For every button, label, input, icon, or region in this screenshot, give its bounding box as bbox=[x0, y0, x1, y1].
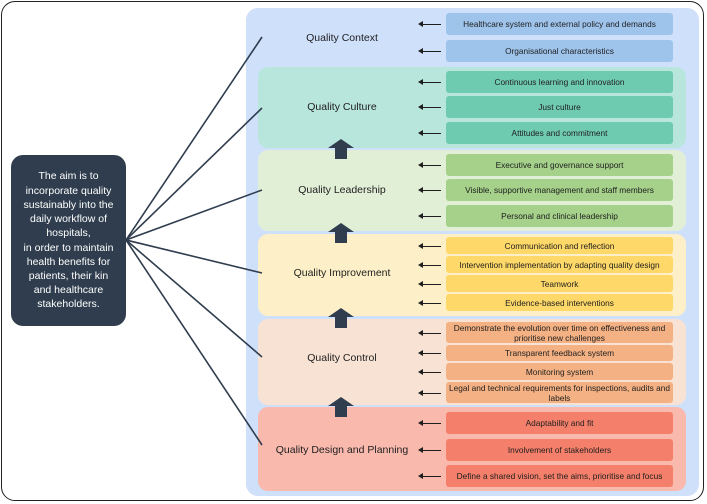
level-label-quality-design-planning: Quality Design and Planning bbox=[275, 444, 409, 456]
up-arrow-icon bbox=[328, 139, 354, 159]
arrow-left-icon bbox=[418, 262, 423, 268]
improvement-item: Teamwork bbox=[446, 275, 673, 292]
design-planning-item: Involvement of stakeholders bbox=[446, 439, 673, 461]
level-label-quality-leadership: Quality Leadership bbox=[298, 184, 386, 196]
arrow-left-icon bbox=[418, 130, 423, 136]
up-arrow-icon bbox=[328, 397, 354, 417]
culture-item: Continuous learning and innovation bbox=[446, 71, 673, 93]
arrow-left-icon bbox=[418, 330, 423, 336]
level-label-quality-control: Quality Control bbox=[307, 352, 377, 364]
arrow-left-icon bbox=[418, 281, 423, 287]
level-label-quality-culture: Quality Culture bbox=[307, 101, 377, 113]
arrow-shaft bbox=[422, 246, 441, 247]
control-item: Legal and technical requirements for ins… bbox=[446, 382, 673, 403]
arrow-shaft bbox=[422, 303, 441, 304]
arrow-shaft bbox=[422, 265, 441, 266]
arrow-shaft bbox=[422, 133, 441, 134]
arrow-left-icon bbox=[418, 390, 423, 396]
up-arrow-icon bbox=[328, 308, 354, 328]
arrow-left-icon bbox=[418, 79, 423, 85]
culture-item: Attitudes and commitment bbox=[446, 122, 673, 144]
arrow-shaft bbox=[422, 393, 441, 394]
arrow-left-icon bbox=[418, 48, 423, 54]
connector-improvement bbox=[125, 239, 263, 274]
arrow-shaft bbox=[422, 284, 441, 285]
culture-item: Just culture bbox=[446, 96, 673, 118]
connector-context bbox=[125, 36, 263, 241]
arrow-shaft bbox=[422, 450, 441, 451]
arrow-left-icon bbox=[418, 473, 423, 479]
arrow-left-icon bbox=[418, 162, 423, 168]
connector-culture bbox=[125, 107, 263, 241]
leadership-item: Visible, supportive management and staff… bbox=[446, 179, 673, 201]
arrow-shaft bbox=[422, 51, 441, 52]
connector-control bbox=[125, 239, 263, 358]
control-item: Monitoring system bbox=[446, 363, 673, 380]
arrow-left-icon bbox=[418, 369, 423, 375]
arrow-shaft bbox=[422, 476, 441, 477]
leadership-item: Personal and clinical leadership bbox=[446, 205, 673, 227]
improvement-item: Evidence-based interventions bbox=[446, 294, 673, 311]
arrow-shaft bbox=[422, 333, 441, 334]
arrow-shaft bbox=[422, 423, 441, 424]
design-planning-item: Define a shared vision, set the aims, pr… bbox=[446, 465, 673, 487]
improvement-item: Communication and reflection bbox=[446, 237, 673, 254]
arrow-left-icon bbox=[418, 447, 423, 453]
aim-statement-box: The aim is to incorporate quality sustai… bbox=[11, 155, 126, 326]
connector-leadership bbox=[125, 189, 263, 241]
arrow-left-icon bbox=[418, 350, 423, 356]
context-item: Organisational characteristics bbox=[446, 40, 673, 62]
level-label-quality-improvement: Quality Improvement bbox=[293, 267, 391, 279]
arrow-left-icon bbox=[418, 104, 423, 110]
improvement-item: Intervention implementation by adapting … bbox=[446, 256, 673, 273]
control-item: Demonstrate the evolution over time on e… bbox=[446, 322, 673, 343]
connector-design bbox=[125, 239, 263, 446]
arrow-shaft bbox=[422, 82, 441, 83]
arrow-shaft bbox=[422, 165, 441, 166]
arrow-shaft bbox=[422, 107, 441, 108]
arrow-shaft bbox=[422, 216, 441, 217]
up-arrow-icon bbox=[328, 223, 354, 243]
control-item: Transparent feedback system bbox=[446, 345, 673, 361]
arrow-left-icon bbox=[418, 300, 423, 306]
arrow-shaft bbox=[422, 190, 441, 191]
design-planning-item: Adaptability and fit bbox=[446, 412, 673, 434]
arrow-left-icon bbox=[418, 187, 423, 193]
arrow-shaft bbox=[422, 24, 441, 25]
arrow-shaft bbox=[422, 372, 441, 373]
level-label-quality-context: Quality Context bbox=[306, 32, 378, 44]
arrow-left-icon bbox=[418, 243, 423, 249]
context-item: Healthcare system and external policy an… bbox=[446, 13, 673, 35]
arrow-left-icon bbox=[418, 420, 423, 426]
arrow-left-icon bbox=[418, 21, 423, 27]
leadership-item: Executive and governance support bbox=[446, 154, 673, 176]
arrow-shaft bbox=[422, 353, 441, 354]
arrow-left-icon bbox=[418, 213, 423, 219]
